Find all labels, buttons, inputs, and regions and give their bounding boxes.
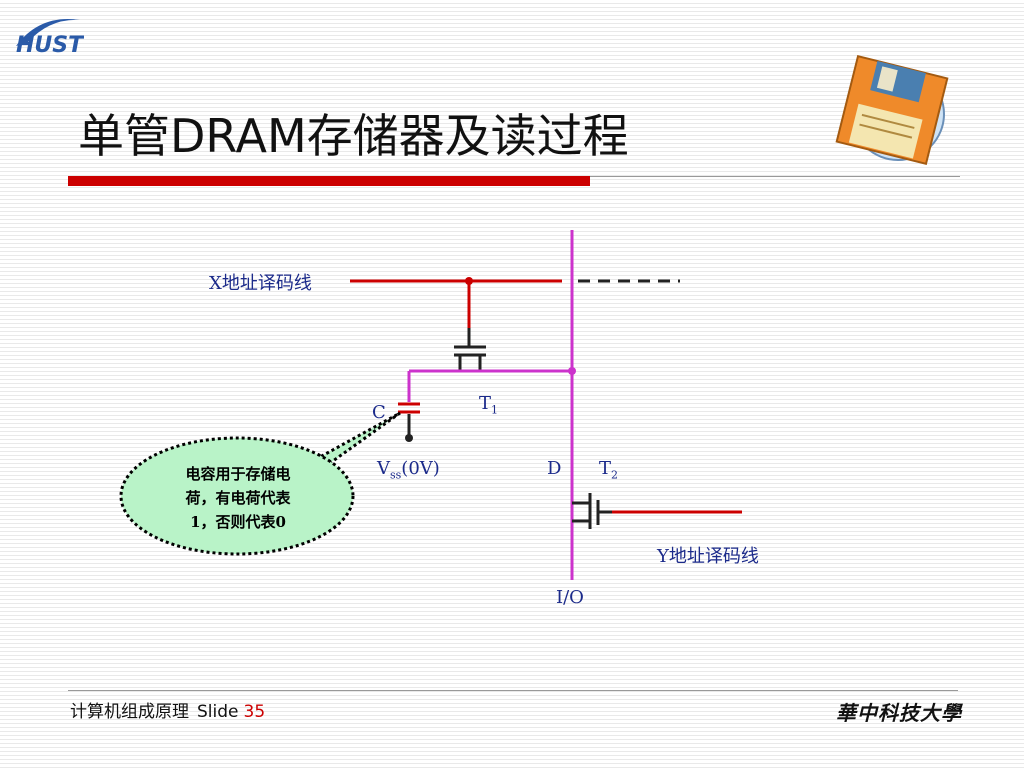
x-address-line-label: X地址译码线 (209, 273, 312, 294)
slide-number: 35 (243, 702, 266, 722)
title-underline-rule (590, 176, 960, 177)
callout-text: 电容用于存储电 荷，有电荷代表 1，否则代表0 (185, 465, 291, 531)
vss-label: Vss(0V) (377, 458, 440, 482)
t2-label: T2 (599, 458, 619, 482)
svg-text:HUST: HUST (16, 33, 84, 56)
hust-logo-icon: HUST (16, 19, 84, 56)
page-title: 单管DRAM存储器及读过程 (78, 109, 629, 163)
t2-transistor (572, 493, 612, 529)
title-underline-bar (68, 176, 590, 186)
io-label: I/O (556, 587, 584, 608)
capacitor-label: C (372, 402, 386, 423)
floppy-disk-icon (835, 54, 949, 166)
t1-label: T1 (479, 393, 499, 417)
slide-word: Slide (197, 702, 239, 722)
callout-bubble (119, 411, 401, 556)
y-address-line-label: Y地址译码线 (657, 546, 759, 567)
vss-terminal (405, 434, 413, 442)
drain-label: D (547, 458, 562, 479)
t1-transistor (454, 345, 486, 371)
footer-rule (68, 690, 958, 691)
university-logo-text: 華中科技大學 (836, 701, 962, 725)
capacitor (398, 402, 420, 414)
